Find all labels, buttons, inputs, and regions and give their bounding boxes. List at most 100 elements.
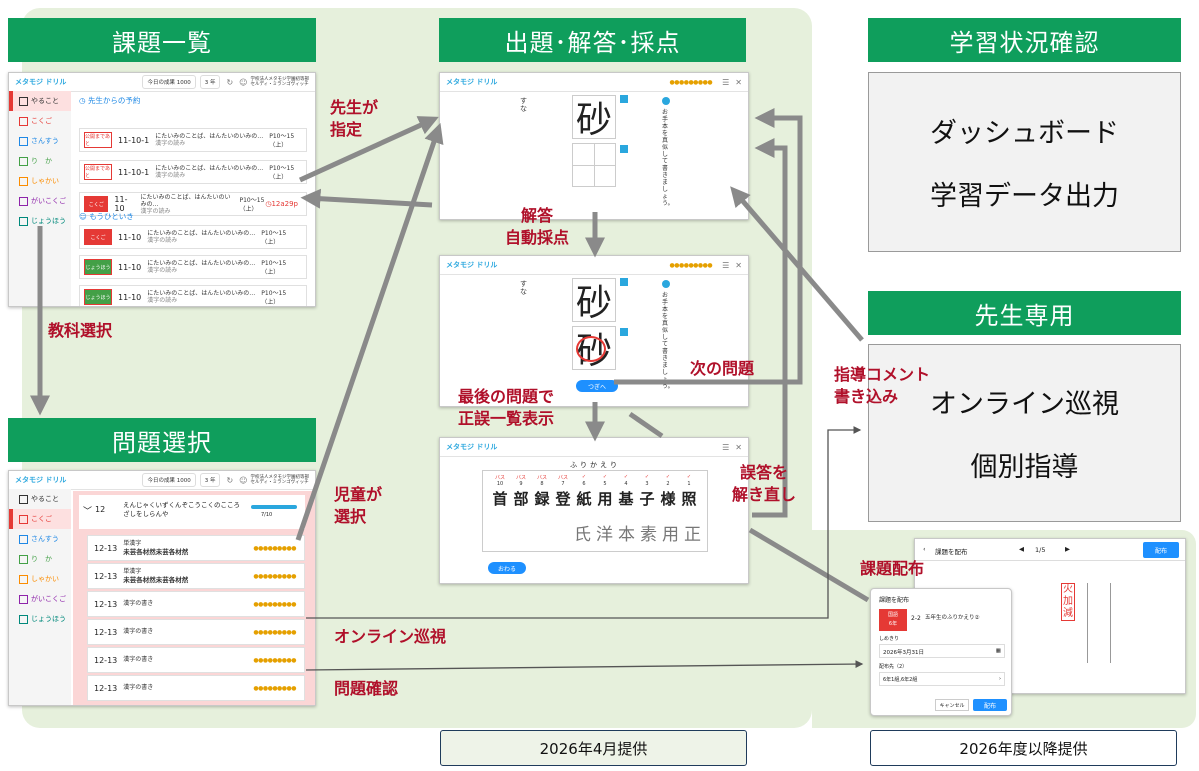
problem-progress-dots: ●●●●●●●●● [253,628,296,636]
next-icon[interactable]: ▶ [1065,545,1070,553]
sidebar-item-4[interactable]: しゃかい [9,171,71,191]
info-icon-2[interactable] [662,280,670,288]
subject-icon [19,494,28,504]
bg-worksheet-lines [1087,583,1111,663]
play-icon[interactable] [620,95,628,103]
problem-progress-dots: ●●●●●●●●● [253,572,296,580]
app-brand: メタモジ ドリル [15,78,67,86]
sidebar-item-0[interactable]: やること [9,91,71,111]
today-result-pill-2[interactable]: 今日の成果 1000 [142,473,196,487]
refresh-icon-2[interactable]: ↻ [226,475,234,485]
assignment-date: 11-10 [118,292,142,302]
teacher-reserve-header: ◷ 先生からの予約 [79,96,141,105]
sidebar-label: がいこくご [31,595,66,603]
next-button[interactable]: つぎへ [576,380,618,392]
assignment-text: にたいみのことば、はんたいのいみの…漢字の読み [147,260,256,274]
label-subject-select: 教科選択 [48,321,113,340]
grade-pill-2[interactable]: 3 年 [199,473,221,487]
label-comment: 指導コメント書き込み [834,365,931,406]
ok-button[interactable]: 配布 [973,699,1007,711]
target-field[interactable]: 6年1組,6年2組› [879,672,1005,686]
close-icon[interactable]: ✕ [735,77,742,87]
finish-button[interactable]: おわる [488,562,526,574]
handwritten-answers: 氏洋本素用正 [574,525,706,545]
sidebar-label: しゃかい [31,575,59,583]
subject-tag: じょうほう [84,259,112,275]
subject-icon [19,156,28,166]
grade-pill[interactable]: 3 年 [199,75,221,89]
distribute-header: 課題を配布 [935,548,968,556]
sidebar-item-1[interactable]: こくご [9,111,71,131]
sidebar-item-3[interactable]: り か [9,549,71,569]
sidebar-item-5[interactable]: がいこくご [9,191,71,211]
sidebar-label: じょうほう [31,615,66,623]
drill-question-screenshot: メタモジ ドリル ●●●●●●●●● ☰✕ すな 砂 お手本を真似して書きましょ… [439,72,749,220]
sidebar-item-5[interactable]: がいこくご [9,589,71,609]
menu-icon-3[interactable]: ☰ [722,442,730,452]
correct-circle [576,336,606,362]
answer-kanji: 登 [555,490,571,508]
erase-icon-2[interactable] [620,328,628,336]
deadline-field[interactable]: 2026年3月31日▦ [879,644,1005,658]
subject-tag: じょうほう [84,289,112,305]
problem-group-row[interactable]: ﹀ 12 えんじゃくいずくんぞこうこくのこころざしをしらんや 7/10 [79,495,305,529]
erase-icon[interactable] [620,145,628,153]
label-child-select: 児童が選択 [334,485,383,526]
result-mark: ✓ [665,474,671,480]
label-last-question: 最後の問題で正誤一覧表示 [458,387,555,428]
assignment-list-screenshot: メタモジ ドリル 今日の成果 1000 3 年 ↻ ☺ 学校法人メタモジ学園初等… [8,72,316,307]
back-icon[interactable]: ‹ [923,545,926,553]
reading-label: すな [520,97,527,113]
menu-icon-2[interactable]: ☰ [722,260,730,270]
result-mark: ✓ [644,474,650,480]
assignment-page: P10～15（上） [269,165,295,181]
sidebar-item-4[interactable]: しゃかい [9,569,71,589]
individual-guidance-label: 個別指導 [970,452,1079,483]
assignment-date: 11-10-1 [118,167,150,177]
result-mark: ✓ [581,474,587,480]
assignment-page: P10～15（上） [239,197,265,213]
item-title: 五年生のふりかえり② [925,615,980,621]
header-problem-select: 問題選択 [8,418,316,462]
play-icon-2[interactable] [620,278,628,286]
sidebar-label: こくご [31,117,52,125]
sidebar-item-2[interactable]: さんすう [9,529,71,549]
user-icon[interactable]: ☺ [239,77,248,87]
sidebar-item-1[interactable]: こくご [9,509,71,529]
close-icon-2[interactable]: ✕ [735,260,742,270]
assignment-page: P10～15（上） [261,260,287,276]
cancel-button[interactable]: キャンセル [935,699,969,711]
sidebar-item-6[interactable]: じょうほう [9,609,71,629]
user-icon-2[interactable]: ☺ [239,475,248,485]
prev-icon[interactable]: ◀ [1019,545,1024,553]
sidebar-item-3[interactable]: り か [9,151,71,171]
top-distribute-button[interactable]: 配布 [1143,542,1179,558]
sidebar-item-2[interactable]: さんすう [9,131,71,151]
problem-title: 漢字の書き [123,684,154,691]
close-icon-3[interactable]: ✕ [735,442,742,452]
problem-progress-dots: ●●●●●●●●● [253,684,296,692]
problem-progress-dots: ●●●●●●●●● [253,544,296,552]
sidebar-item-6[interactable]: じょうほう [9,211,71,231]
refresh-icon[interactable]: ↻ [226,77,234,87]
info-icon[interactable] [662,97,670,105]
write-box[interactable] [572,143,616,187]
question-number: 2 [666,481,670,487]
today-result-pill[interactable]: 今日の成果 1000 [142,75,196,89]
menu-icon[interactable]: ☰ [722,77,730,87]
sidebar-item-0[interactable]: やること [9,489,71,509]
